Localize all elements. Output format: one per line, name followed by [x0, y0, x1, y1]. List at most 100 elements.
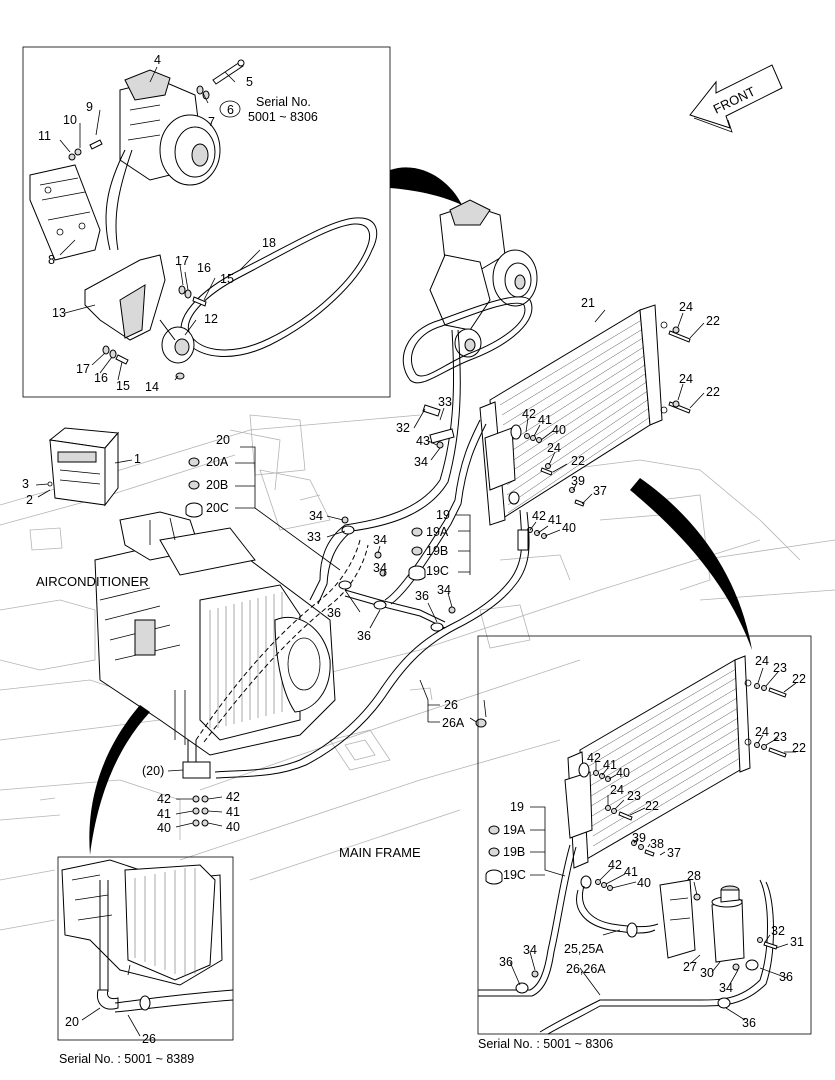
callout-3: 3 [22, 477, 29, 491]
right-detail-inset: 24 23 22 24 23 22 42 41 40 24 23 22 39 3… [477, 635, 812, 1051]
callout-36-r-left: 36 [499, 955, 513, 969]
callout-37-r: 37 [667, 846, 681, 860]
callout-34-r: 34 [523, 943, 537, 957]
callout-7: 7 [208, 115, 215, 129]
callout-20a: 20A [206, 455, 229, 469]
callout-37: 37 [593, 484, 607, 498]
callout-24-b: 24 [679, 372, 693, 386]
callout-32: 32 [396, 421, 410, 435]
callout-42-cond: 42 [522, 407, 536, 421]
callout-34-e: 34 [437, 583, 451, 597]
callout-9: 9 [86, 100, 93, 114]
condenser-fittings: 42 41 40 24 22 39 37 42 41 40 [508, 407, 607, 539]
callout-28-r: 28 [687, 869, 701, 883]
callout-32-r: 32 [771, 924, 785, 938]
callout-22-r2: 22 [792, 741, 806, 755]
callout-20-inset: 20 [65, 1015, 79, 1029]
callout-20-paren: (20) [142, 764, 164, 778]
callout-22-r3: 22 [645, 799, 659, 813]
callout-41-cond: 41 [538, 413, 552, 427]
callout-42-left: 42 [157, 792, 171, 806]
compressor [119, 69, 221, 186]
main-frame-label: MAIN FRAME [339, 845, 421, 860]
airconditioner-label: AIRCONDITIONER [36, 574, 149, 589]
detail-arrow-top [390, 167, 462, 205]
callout-17-upper: 17 [175, 254, 189, 268]
callout-17-lower: 17 [76, 362, 90, 376]
left-inset-serial: Serial No. : 5001 ~ 8389 [59, 1052, 194, 1066]
compressor-inset: 4 5 6 7 9 10 11 8 18 13 12 14 15 16 17 1… [22, 46, 391, 398]
callout-19c: 19C [426, 564, 449, 578]
callout-20c: 20C [206, 501, 229, 515]
callout-19b-r: 19B [503, 845, 525, 859]
callout-36-r-low: 36 [742, 1016, 756, 1030]
callout-34-r-low: 34 [719, 981, 733, 995]
left-detail-inset: 20 26 Serial No. : 5001 ~ 8389 [57, 856, 234, 1066]
callout-16-upper: 16 [197, 261, 211, 275]
callout-21: 21 [581, 296, 595, 310]
callout-39-r: 39 [632, 831, 646, 845]
callout-19c-r: 19C [503, 868, 526, 882]
detail-arrow-right [630, 478, 752, 650]
hose-group-20-legend: 20 20A 20B 20C [185, 433, 341, 571]
callout-40-left: 40 [157, 821, 171, 835]
callout-22-r1: 22 [792, 672, 806, 686]
callout-24-c: 24 [547, 441, 561, 455]
compressor-serial-line2: 5001 ~ 8306 [248, 110, 318, 124]
callout-24-r2: 24 [755, 725, 769, 739]
callout-26-26a-r: 26,26A [566, 962, 606, 976]
callout-8: 8 [48, 253, 55, 267]
right-inset-serial: Serial No. : 5001 ~ 8306 [478, 1037, 613, 1051]
callout-42-r-low: 42 [608, 858, 622, 872]
callout-41-r-low: 41 [624, 865, 638, 879]
callout-11: 11 [38, 129, 51, 143]
condenser: 21 24 22 24 22 [479, 296, 720, 526]
callout-31-r: 31 [790, 935, 804, 949]
callout-41-left: 41 [157, 807, 171, 821]
callout-42-cond-low: 42 [532, 509, 546, 523]
mounting-bracket [29, 164, 101, 261]
callout-22-c: 22 [571, 454, 585, 468]
engine-compressor [402, 199, 538, 483]
callout-23-r1: 23 [773, 661, 787, 675]
callout-19a-r: 19A [503, 823, 526, 837]
control-panel: 1 2 3 [22, 427, 141, 507]
callout-15-lower: 15 [116, 379, 130, 393]
callout-26-inset: 26 [142, 1032, 156, 1046]
hose-group-26-legend: 26 26A [419, 679, 487, 730]
bolt-5 [212, 61, 244, 85]
hvac-unit: AIRCONDITIONER [36, 511, 369, 756]
compressor-serial-line1: Serial No. [256, 95, 311, 109]
callout-40-r: 40 [616, 766, 630, 780]
callout-34-a: 34 [414, 455, 428, 469]
callout-12: 12 [204, 312, 218, 326]
callout-41-cond-low: 41 [548, 513, 562, 527]
callout-40-right: 40 [226, 820, 240, 834]
callout-16-lower: 16 [94, 371, 108, 385]
callout-19a: 19A [426, 525, 449, 539]
callout-20b: 20B [206, 478, 228, 492]
callout-24-r1: 24 [755, 654, 769, 668]
callout-42-right: 42 [226, 790, 240, 804]
callout-42-r: 42 [587, 751, 601, 765]
v-belt [180, 217, 378, 357]
callout-43: 43 [416, 434, 430, 448]
callout-26a: 26A [442, 716, 465, 730]
hose-group-19-legend: 19 19A 19B 19C [408, 508, 471, 581]
callout-36-a: 36 [327, 606, 341, 620]
callout-23-r2: 23 [773, 730, 787, 744]
callout-18: 18 [262, 236, 276, 250]
callout-30-r: 30 [700, 966, 714, 980]
callout-25-25a-r: 25,25A [564, 942, 604, 956]
callout-4: 4 [154, 53, 161, 67]
callout-27-r: 27 [683, 960, 697, 974]
callout-5: 5 [246, 75, 253, 89]
callout-40-cond: 40 [552, 423, 566, 437]
callout-23-r3: 23 [627, 789, 641, 803]
callout-34-b: 34 [309, 509, 323, 523]
callout-10: 10 [63, 113, 77, 127]
callout-15-upper: 15 [220, 272, 234, 286]
callout-41-r: 41 [603, 758, 617, 772]
front-direction-arrow: FRONT [689, 64, 783, 133]
